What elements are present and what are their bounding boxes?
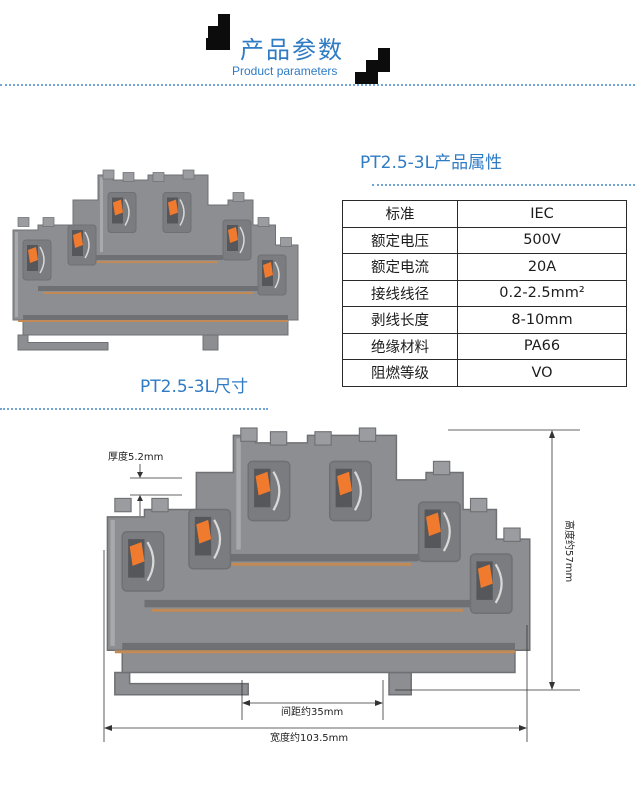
- thickness-label: 厚度5.2mm: [108, 450, 163, 463]
- dimensions-divider: [0, 408, 268, 410]
- attribute-value: 500V: [457, 226, 627, 254]
- attribute-key: 绝缘材料: [342, 332, 458, 360]
- attribute-key: 额定电压: [342, 226, 458, 254]
- attribute-value: 8-10mm: [457, 306, 627, 334]
- header-subtitle: Product parameters: [232, 64, 338, 78]
- attribute-value: 0.2-2.5mm²: [457, 279, 627, 307]
- attributes-title: PT2.5-3L产品属性: [360, 153, 503, 173]
- header-title: 产品参数: [240, 36, 344, 64]
- pitch-annotation: 间距约35mm: [241, 680, 384, 720]
- pitch-label: 间距约35mm: [281, 705, 343, 718]
- attribute-value: VO: [457, 359, 627, 387]
- attribute-value: PA66: [457, 332, 627, 360]
- attribute-key: 标准: [342, 200, 458, 228]
- attribute-key: 额定电流: [342, 253, 458, 281]
- dimension-drawing: 厚度5.2mm 高度约57mm 间距约35mm 宽度约103.5mm: [103, 427, 580, 744]
- attribute-key: 接线线径: [342, 279, 458, 307]
- attribute-key: 剥线长度: [342, 306, 458, 334]
- attributes-divider: [372, 184, 635, 186]
- height-label: 高度约57mm: [563, 520, 576, 582]
- product-image-small: [12, 169, 299, 351]
- thickness-annotation: 厚度5.2mm: [108, 450, 182, 516]
- attribute-value: 20A: [457, 253, 627, 281]
- height-annotation: 高度约57mm: [395, 429, 580, 691]
- width-annotation: 宽度约103.5mm: [103, 550, 528, 744]
- header-divider: [0, 84, 635, 86]
- width-label: 宽度约103.5mm: [270, 731, 348, 744]
- attribute-value: IEC: [457, 200, 627, 228]
- attribute-key: 阻燃等级: [342, 359, 458, 387]
- dimensions-title: PT2.5-3L尺寸: [140, 377, 249, 397]
